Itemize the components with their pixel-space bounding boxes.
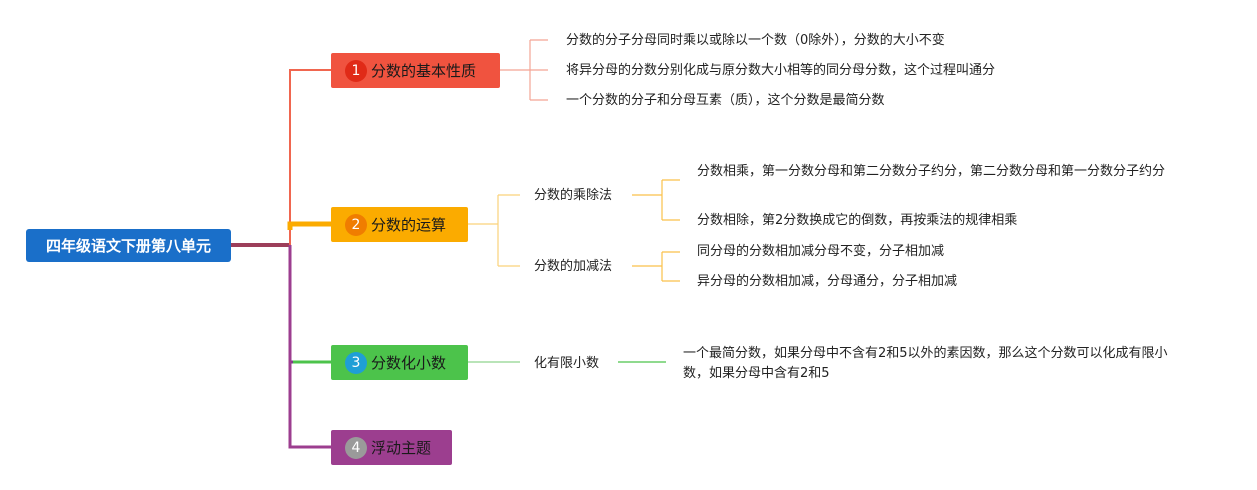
branch-2-sub-2-item-2[interactable]: 异分母的分数相加减，分母通分，分子相加减 bbox=[697, 274, 958, 289]
branch-4-label: 浮动主题 bbox=[371, 439, 432, 457]
connector-b1-items bbox=[500, 39, 548, 101]
connector-branch-4 bbox=[288, 245, 332, 449]
connector-branch-3 bbox=[288, 245, 332, 364]
branch-1-label: 分数的基本性质 bbox=[371, 62, 477, 80]
branch-2-sub-2-item-1[interactable]: 同分母的分数相加减分母不变，分子相加减 bbox=[697, 244, 945, 259]
branch-1-topic[interactable]: 1 分数的基本性质 bbox=[331, 53, 500, 88]
branch-2-sub-1-item-2[interactable]: 分数相除，第2分数换成它的倒数，再按乘法的规律相乘 bbox=[697, 213, 1018, 228]
branch-3-number-badge: 3 bbox=[345, 351, 367, 374]
branch-2-topic[interactable]: 2 分数的运算 bbox=[331, 207, 468, 242]
connector-b2-subs bbox=[468, 194, 520, 267]
branch-4-topic[interactable]: 4 浮动主题 bbox=[331, 430, 452, 465]
branch-3-label: 分数化小数 bbox=[371, 354, 447, 372]
connector-branch-1 bbox=[289, 69, 332, 245]
branch-1-item-2[interactable]: 将异分母的分数分别化成与原分数大小相等的同分母分数，这个过程叫通分 bbox=[566, 63, 996, 78]
branch-3-sub-1-item-1[interactable]: 一个最简分数，如果分母中不含有2和5以外的素因数，那么这个分数可以化成有限小数，… bbox=[683, 346, 1168, 381]
branch-1-number-badge: 1 bbox=[345, 59, 367, 82]
connector-branch-2 bbox=[287, 221, 332, 230]
branch-1-item-1[interactable]: 分数的分子分母同时乘以或除以一个数（0除外），分数的大小不变 bbox=[566, 33, 945, 48]
branch-2-label: 分数的运算 bbox=[371, 216, 447, 234]
branch-2-sub-2[interactable]: 分数的加减法 bbox=[534, 259, 613, 274]
root-topic[interactable]: 四年级语文下册第八单元 bbox=[26, 229, 231, 262]
branch-1-item-3[interactable]: 一个分数的分子和分母互素（质），这个分数是最简分数 bbox=[566, 93, 885, 108]
branch-2-sub-1[interactable]: 分数的乘除法 bbox=[534, 188, 613, 203]
connector-b2-sub1 bbox=[632, 179, 680, 221]
branch-2-sub-1-item-1[interactable]: 分数相乘，第一分数分母和第二分数分子约分，第二分数分母和第一分数分子约分 bbox=[697, 164, 1166, 179]
root-topic-label: 四年级语文下册第八单元 bbox=[45, 237, 211, 255]
branch-2-number-badge: 2 bbox=[345, 213, 367, 236]
branch-4-number-badge: 4 bbox=[345, 436, 367, 459]
connector-b2-sub2 bbox=[632, 251, 680, 282]
branch-3-sub-1[interactable]: 化有限小数 bbox=[534, 356, 600, 371]
branch-3-topic[interactable]: 3 分数化小数 bbox=[331, 345, 468, 380]
